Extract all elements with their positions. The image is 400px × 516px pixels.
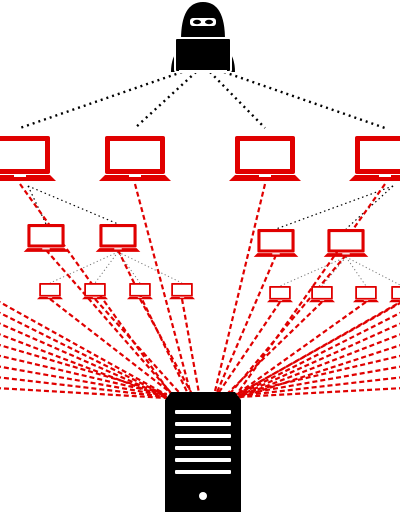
laptop-icon (82, 283, 108, 300)
laptop-icon (23, 224, 69, 252)
laptop-icon (37, 283, 63, 300)
attack-link (0, 387, 167, 400)
attack-link (0, 354, 168, 397)
command-link (223, 70, 386, 130)
command-link (27, 185, 119, 225)
laptop-icon (309, 286, 335, 303)
command-link (117, 251, 141, 284)
attack-link (0, 376, 167, 399)
laptop-icon (0, 136, 56, 181)
attack-link (237, 311, 400, 396)
attack-link (214, 254, 278, 396)
laptop-icon (99, 136, 171, 181)
attack-link (0, 333, 168, 400)
attack-link (237, 354, 400, 396)
command-link (209, 71, 266, 129)
attack-link (230, 301, 367, 399)
command-link (275, 185, 394, 230)
laptop-icon (127, 283, 153, 300)
attack-link (180, 298, 201, 396)
laptop-icon (349, 136, 400, 181)
attack-link (237, 344, 400, 400)
attack-link (237, 322, 400, 398)
laptop-icon (253, 229, 299, 257)
attack-link (0, 365, 167, 398)
attack-link (238, 376, 400, 398)
laptop-icon (389, 286, 400, 303)
hacker-icon (171, 2, 235, 73)
laptop-icon (323, 229, 369, 257)
attack-link (237, 301, 400, 395)
attack-link (233, 183, 386, 398)
attack-link (238, 387, 400, 399)
laptop-icon (169, 283, 195, 300)
attack-link (223, 301, 323, 398)
attack-link (0, 300, 168, 396)
attack-link (237, 365, 400, 397)
command-link (345, 256, 367, 287)
command-link (94, 251, 119, 284)
command-link (117, 251, 183, 284)
attack-link (139, 298, 193, 395)
command-link (279, 256, 347, 287)
command-link (321, 256, 347, 287)
command-link (27, 185, 47, 225)
command-link (134, 71, 197, 129)
laptop-icon (267, 286, 293, 303)
attack-link (212, 183, 267, 397)
laptop-icon (95, 224, 141, 252)
attack-link (94, 298, 185, 399)
attack-link (0, 344, 168, 396)
attack-link (49, 298, 177, 398)
attack-link (45, 249, 177, 399)
laptop-icon (229, 136, 301, 181)
attack-link (215, 301, 281, 397)
attack-link (227, 254, 347, 397)
attack-link (237, 333, 400, 399)
laptop-icon (353, 286, 379, 303)
command-link (49, 251, 119, 284)
command-link (345, 256, 400, 286)
server-tower-icon (165, 392, 241, 512)
attack-link (0, 322, 168, 399)
connection-lines (0, 70, 400, 400)
command-link (19, 70, 183, 130)
attack-link (133, 183, 193, 396)
